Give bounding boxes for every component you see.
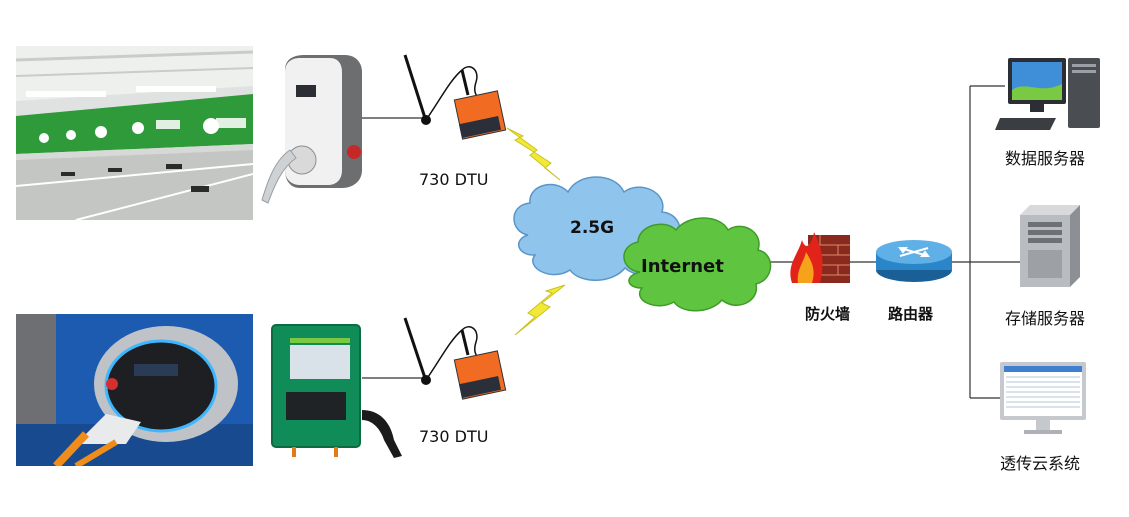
cloud-internet [623, 217, 772, 312]
firewall-icon [790, 232, 850, 283]
dtu-top-label: 730 DTU [419, 170, 489, 189]
desktop-computer-icon [995, 58, 1100, 130]
cloud-internet-label: Internet [641, 256, 724, 277]
firewall-label: 防火墙 [805, 305, 851, 323]
ev-charger-photo [16, 314, 253, 466]
cloud-system-label: 透传云系统 [1000, 454, 1081, 473]
router-label: 路由器 [888, 305, 934, 323]
pillar-charger-bottom [271, 324, 402, 458]
monitor-software-icon [1000, 362, 1086, 434]
dtu-top-device [403, 54, 507, 140]
lightning-bolt-bottom [514, 284, 566, 336]
router-icon [876, 240, 952, 282]
tower-server-icon [1020, 205, 1080, 287]
lightning-bolt-top [506, 127, 561, 181]
wall-charger-top [261, 55, 362, 204]
cloud-25g-label: 2.5G [570, 218, 615, 238]
storage-server-label: 存储服务器 [1005, 309, 1086, 328]
dtu-bottom-device [403, 317, 507, 400]
parking-garage-photo [16, 46, 253, 220]
data-server-label: 数据服务器 [1005, 149, 1086, 168]
dtu-bottom-label: 730 DTU [419, 427, 489, 446]
